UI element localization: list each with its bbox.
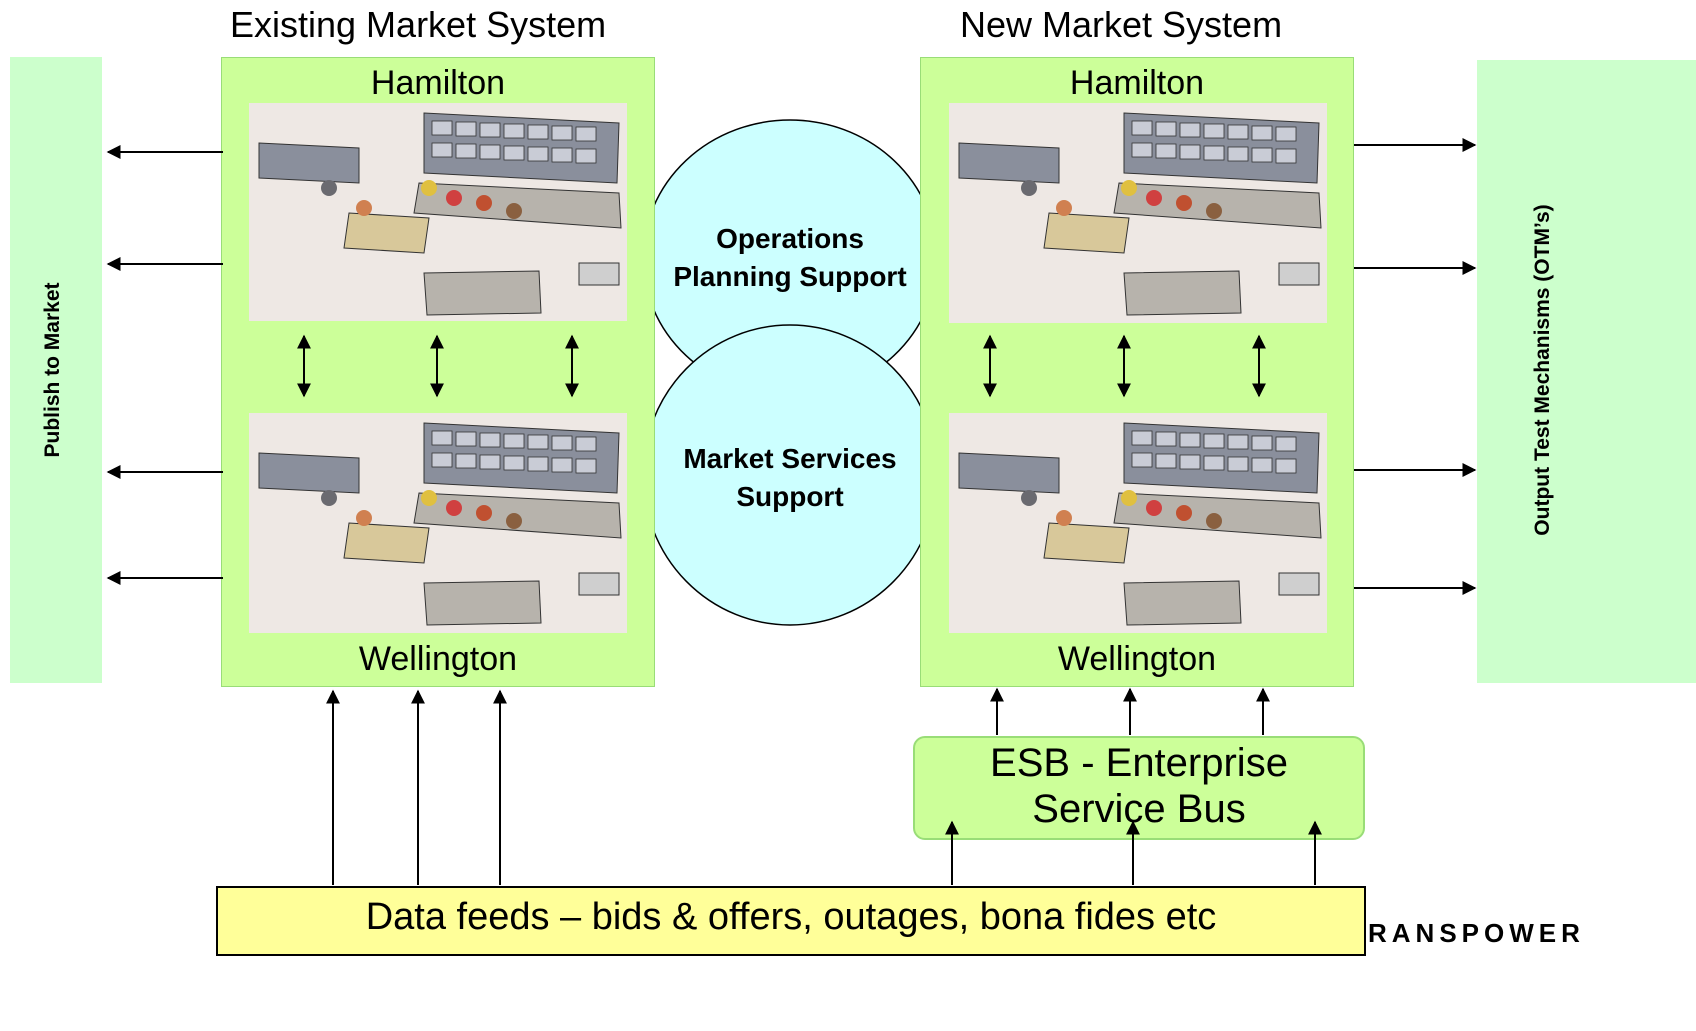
existing-wellington-control-room-image	[249, 413, 627, 633]
transpower-brand: RANSPOWER	[1368, 918, 1585, 948]
new-wellington-control-room-image	[949, 413, 1327, 633]
existing-hamilton-label: Hamilton	[370, 64, 506, 102]
data-feeds-box: Data feeds – bids & offers, outages, bon…	[216, 886, 1366, 956]
esb-box: ESB - Enterprise Service Bus	[913, 736, 1365, 840]
market-services-support-label: Market Services Support	[683, 443, 897, 512]
publish-to-market-bar	[10, 57, 102, 683]
existing-system-title: Existing Market System	[230, 4, 607, 45]
new-hamilton-label: Hamilton	[1069, 64, 1205, 102]
new-system-title: New Market System	[960, 4, 1283, 45]
existing-hamilton-control-room-image	[249, 103, 627, 321]
new-wellington-label: Wellington	[1057, 640, 1217, 678]
otm-bar	[1477, 60, 1696, 683]
existing-wellington-label: Wellington	[358, 640, 518, 678]
new-hamilton-control-room-image	[949, 103, 1327, 323]
operations-planning-support-label: Operations Planning Support	[673, 223, 907, 292]
